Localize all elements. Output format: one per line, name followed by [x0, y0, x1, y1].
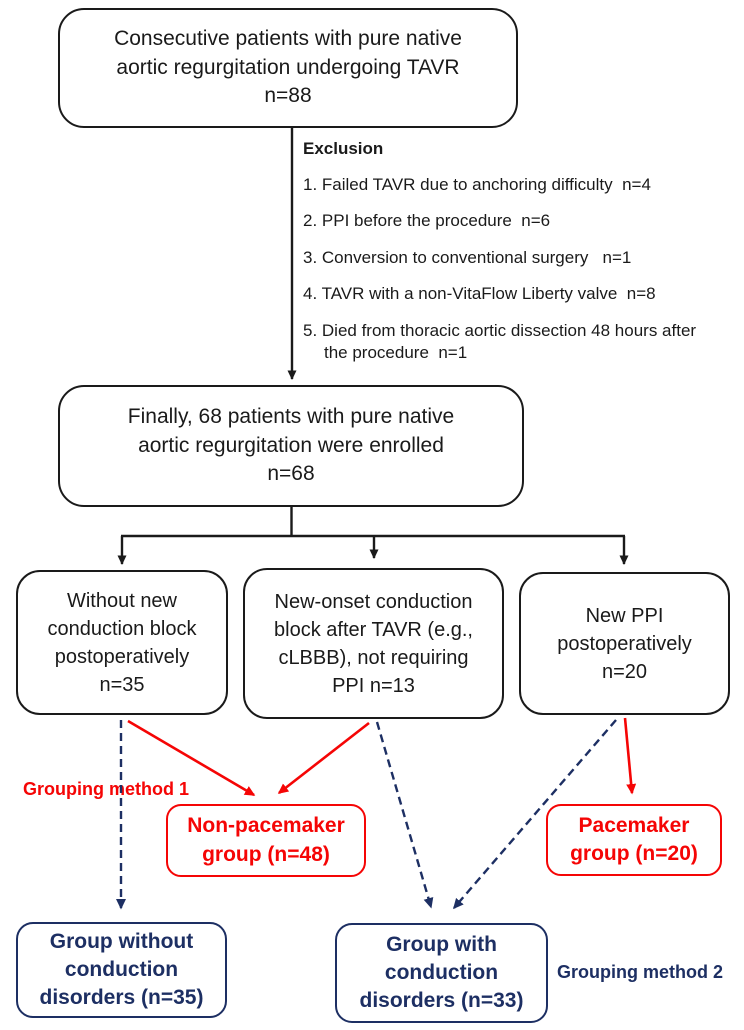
box-enrolled-patients: Finally, 68 patients with pure native ao… — [58, 385, 524, 507]
box-pacemaker-group: Pacemaker group (n=20) — [546, 804, 722, 876]
box-new-onset-conduction-block: New-onset conduction block after TAVR (e… — [243, 568, 504, 719]
exclusion-item: 5. Died from thoracic aortic dissection … — [303, 320, 697, 363]
box-initial-patients: Consecutive patients with pure native ao… — [58, 8, 518, 128]
exclusion-list: 1. Failed TAVR due to anchoring difficul… — [303, 174, 743, 379]
label-grouping-method-1: Grouping method 1 — [23, 779, 189, 799]
label-grouping-method-2: Grouping method 2 — [557, 962, 723, 982]
exclusion-item: 1. Failed TAVR due to anchoring difficul… — [303, 175, 651, 194]
dashed-middle-to-with-disorders — [375, 721, 434, 909]
exclusion-item: 4. TAVR with a non-VitaFlow Liberty valv… — [303, 284, 656, 304]
box-new-ppi-postoperatively: New PPI postoperatively n=20 — [519, 572, 730, 715]
arrow-right-to-pacemaker — [623, 717, 637, 795]
box-without-new-conduction-block: Without new conduction block postoperati… — [16, 570, 228, 715]
exclusion-heading: Exclusion — [303, 139, 384, 158]
box-non-pacemaker-group: Non-pacemaker group (n=48) — [166, 804, 366, 877]
box-group-without-conduction-disorders: Group without conduction disorders (n=35… — [16, 922, 227, 1018]
exclusion-item: 2. PPI before the procedure n=6 — [303, 211, 551, 231]
exclusion-item: 3. Conversion to conventional surgery n=… — [303, 247, 632, 267]
red-grouping-arrows — [127, 717, 637, 797]
box-group-with-conduction-disorders: Group with conduction disorders (n=33) — [335, 923, 548, 1023]
arrow-middle-to-nonpacemaker — [277, 721, 370, 795]
